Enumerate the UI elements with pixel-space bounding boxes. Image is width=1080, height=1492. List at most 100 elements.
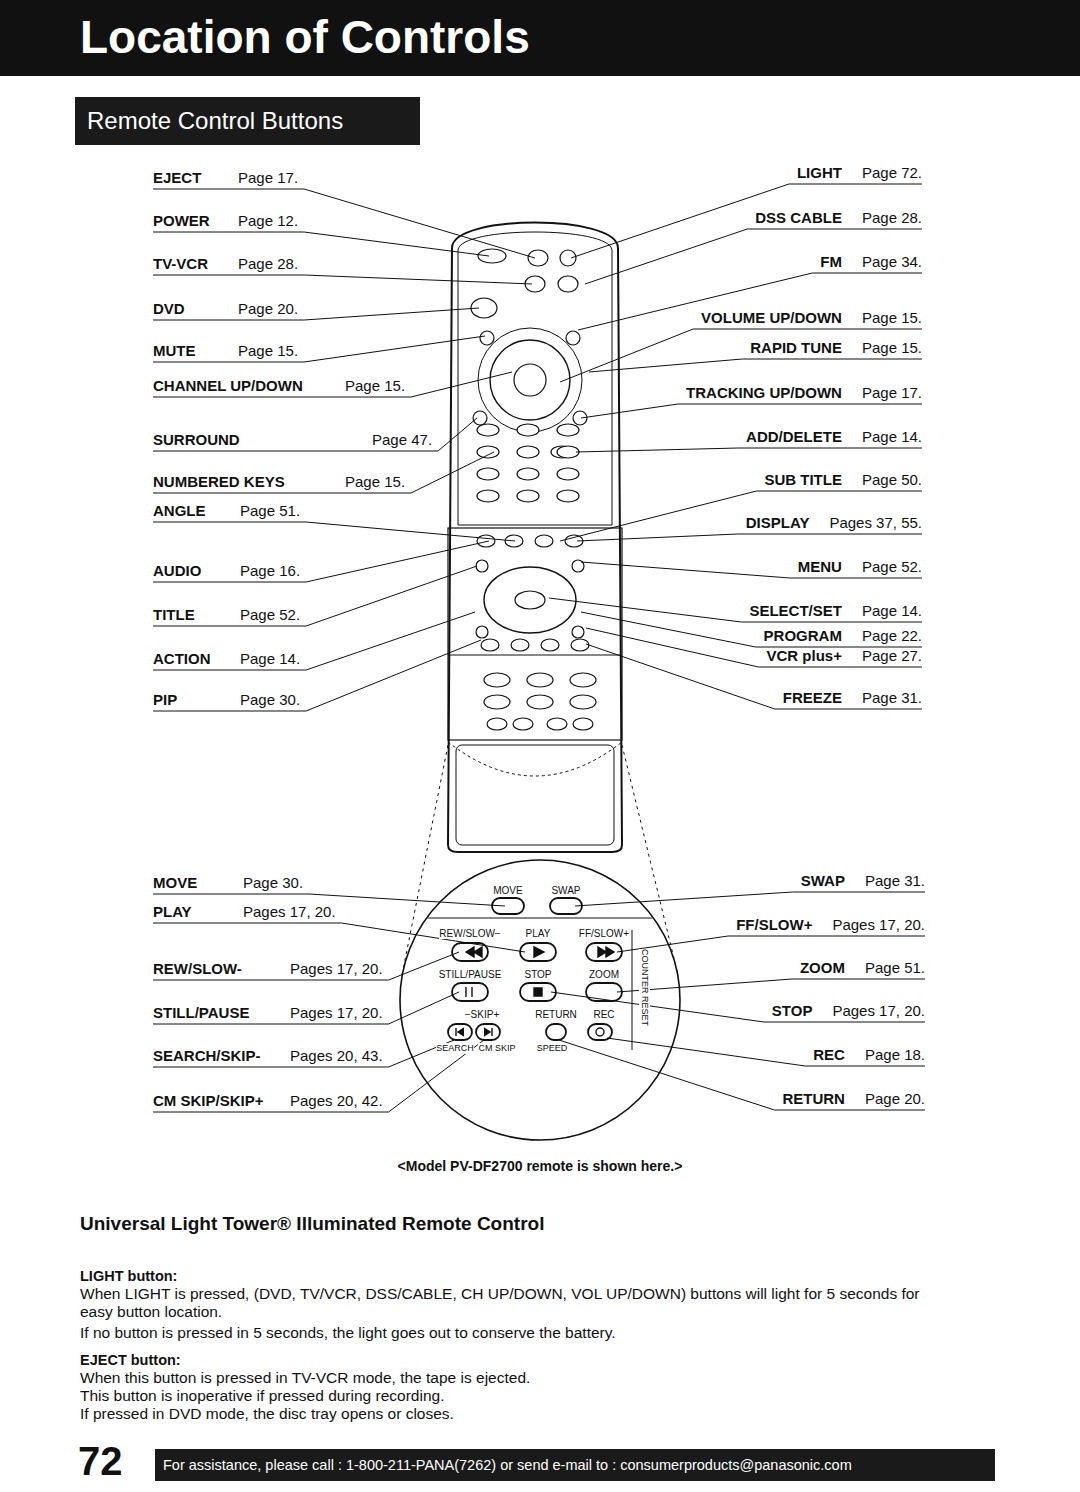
rec-symbol bbox=[596, 1028, 604, 1036]
remote-button bbox=[573, 718, 593, 730]
button-label: REC bbox=[593, 1009, 614, 1020]
remote-button bbox=[573, 411, 587, 425]
page-reference: Pages 17, 20. bbox=[832, 916, 925, 934]
page-reference: Page 52. bbox=[862, 558, 922, 576]
button-label: COUNTER RESET bbox=[639, 949, 650, 1026]
leader-line bbox=[153, 1040, 454, 1067]
button-label: SWAP bbox=[551, 885, 580, 896]
page-reference: Page 51. bbox=[240, 502, 300, 520]
inset-button bbox=[520, 983, 556, 1001]
button-label: REW/SLOW− bbox=[439, 928, 500, 939]
page-number: 72 bbox=[78, 1438, 123, 1484]
page-reference: Pages 37, 55. bbox=[829, 514, 922, 532]
remote-button bbox=[517, 468, 539, 480]
remote-button bbox=[560, 250, 576, 266]
leader-line bbox=[571, 184, 922, 258]
remote-button bbox=[476, 626, 488, 638]
channel-volume-pad bbox=[490, 340, 570, 420]
page-reference: Page 15. bbox=[238, 342, 298, 360]
page-reference: Page 47. bbox=[372, 431, 432, 449]
page-reference: Page 50. bbox=[862, 471, 922, 489]
leader-line bbox=[560, 491, 922, 541]
body-text: EJECT button: bbox=[80, 1351, 181, 1369]
control-name: RAPID TUNE bbox=[750, 339, 842, 357]
control-name: MOVE bbox=[153, 874, 197, 892]
body-text: If no button is pressed in 5 seconds, th… bbox=[80, 1324, 616, 1342]
leader-line bbox=[586, 644, 922, 709]
page-reference: Page 15. bbox=[345, 377, 405, 395]
footer-text: For assistance, please call : 1-800-211-… bbox=[163, 1449, 987, 1481]
leader-line bbox=[153, 189, 535, 258]
title-bar bbox=[0, 0, 1080, 76]
section-heading: Remote Control Buttons bbox=[87, 97, 408, 145]
control-name: NUMBERED KEYS bbox=[153, 473, 285, 491]
control-name: EJECT bbox=[153, 169, 201, 187]
leader-line bbox=[153, 923, 525, 952]
body-text: Universal Light Tower® Illuminated Remot… bbox=[80, 1211, 544, 1236]
page-reference: Page 17. bbox=[862, 384, 922, 402]
remote-button bbox=[517, 446, 539, 458]
control-name: TITLE bbox=[153, 606, 195, 624]
leader-line bbox=[153, 232, 489, 256]
button-symbol bbox=[598, 947, 614, 957]
control-name: PROGRAM bbox=[764, 627, 842, 645]
button-label: PLAY bbox=[526, 928, 551, 939]
control-name: RETURN bbox=[782, 1090, 845, 1108]
control-name: TRACKING UP/DOWN bbox=[686, 384, 842, 402]
button-label: STILL/PAUSE bbox=[439, 969, 502, 980]
remote-button bbox=[477, 535, 495, 547]
leader-line bbox=[575, 892, 925, 906]
page-reference: Page 31. bbox=[862, 689, 922, 707]
inset-button bbox=[452, 983, 488, 1001]
remote-button bbox=[477, 490, 499, 502]
leader-line bbox=[153, 612, 475, 670]
control-name: DVD bbox=[153, 300, 185, 318]
page-reference: Page 12. bbox=[238, 212, 298, 230]
remote-grip bbox=[456, 745, 614, 845]
page-reference: Pages 17, 20. bbox=[832, 1002, 925, 1020]
inset-row-line bbox=[400, 918, 680, 919]
page-reference: Page 28. bbox=[862, 209, 922, 227]
page-reference: Page 22. bbox=[862, 627, 922, 645]
control-name: SWAP bbox=[801, 872, 845, 890]
control-name: CM SKIP/SKIP+ bbox=[153, 1092, 263, 1110]
button-symbol bbox=[456, 1028, 464, 1036]
zoom-dash-arc bbox=[448, 742, 622, 776]
remote-button bbox=[547, 718, 567, 730]
button-symbol bbox=[534, 947, 544, 957]
remote-button bbox=[557, 446, 579, 458]
leader-line bbox=[576, 448, 922, 452]
remote-button bbox=[557, 424, 579, 436]
page-reference: Page 31. bbox=[865, 872, 925, 890]
control-name: TV-VCR bbox=[153, 255, 208, 273]
caption: <Model PV-DF2700 remote is shown here.> bbox=[398, 1157, 683, 1175]
page-reference: Page 20. bbox=[865, 1090, 925, 1108]
button-label: ZOOM bbox=[589, 969, 619, 980]
remote-button bbox=[557, 490, 579, 502]
leader-line bbox=[578, 273, 922, 330]
section-band: Remote Control Buttons bbox=[75, 97, 420, 145]
page-reference: Page 72. bbox=[862, 164, 922, 182]
remote-button bbox=[476, 560, 488, 572]
remote-button bbox=[484, 673, 510, 687]
leader-line bbox=[153, 336, 485, 362]
remote-button bbox=[477, 424, 499, 436]
page-reference: Page 51. bbox=[865, 959, 925, 977]
leader-line bbox=[617, 979, 925, 992]
remote-upper-panel bbox=[458, 232, 612, 525]
leader-line bbox=[153, 541, 489, 582]
leader-line bbox=[607, 1038, 925, 1066]
outer-ring bbox=[478, 328, 582, 432]
inset-button bbox=[492, 898, 524, 914]
inset-side-line bbox=[632, 930, 633, 1050]
control-name: FREEZE bbox=[783, 689, 842, 707]
body-text: When this button is pressed in TV-VCR mo… bbox=[80, 1369, 530, 1387]
page-reference: Page 20. bbox=[238, 300, 298, 318]
remote-button bbox=[528, 250, 548, 266]
remote-button bbox=[527, 673, 553, 687]
leader-line bbox=[577, 534, 922, 541]
control-name: FF/SLOW+ bbox=[736, 916, 812, 934]
button-label: SPEED bbox=[537, 1043, 568, 1054]
inset-contents bbox=[400, 898, 680, 1050]
